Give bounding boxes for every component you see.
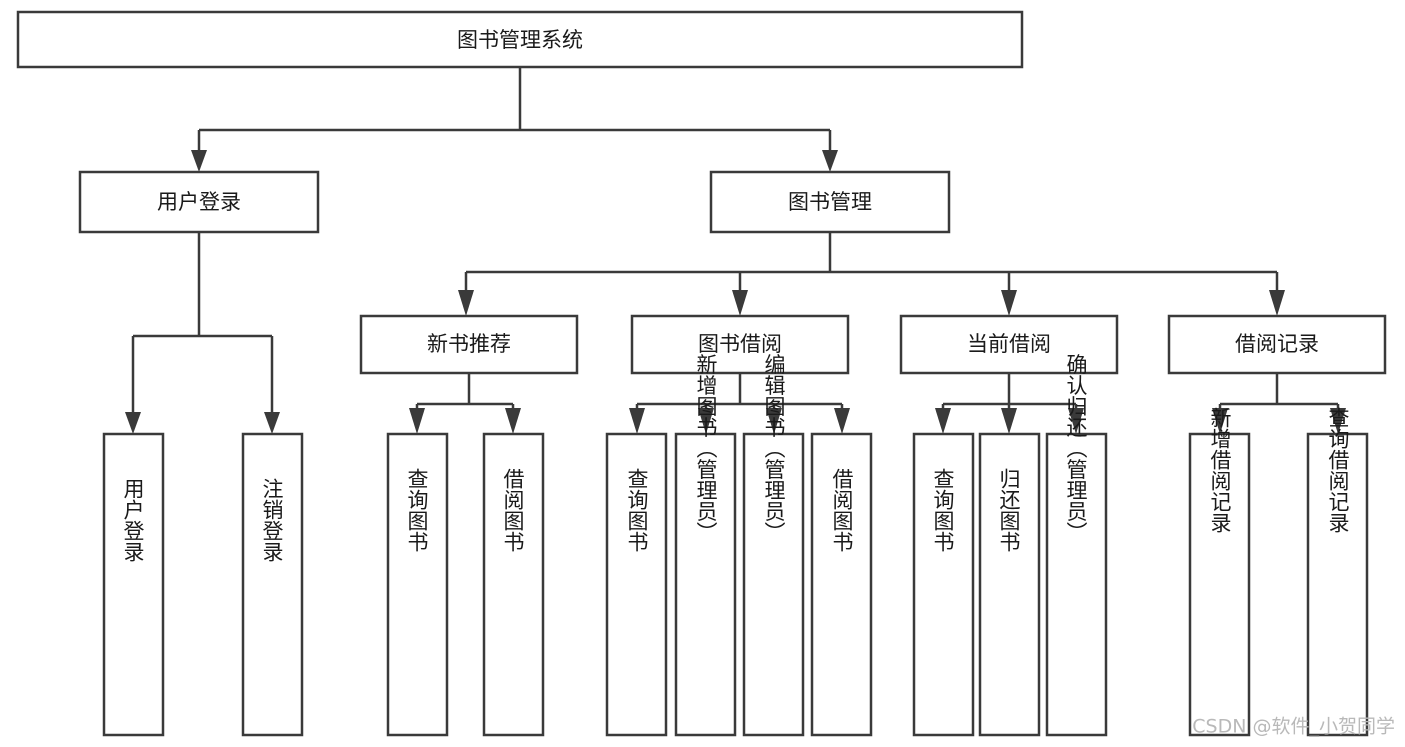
- arrow-head-borrow: [732, 290, 748, 316]
- leaf-query-book-recommend-label: 查询图书: [405, 468, 429, 552]
- node-user-login-box[interactable]: [78, 170, 320, 234]
- arrow-head-record: [1269, 290, 1285, 316]
- leaf-confirm-return-admin-label: 确认归还（管理员）: [1064, 354, 1088, 543]
- leaf-query-book-current-label: 查询图书: [931, 468, 955, 552]
- node-new-book-recommend[interactable]: 新书推荐: [359, 314, 579, 375]
- arrow-head-borrow-leaf1: [629, 408, 645, 434]
- leaf-borrow-book[interactable]: 借阅图书: [810, 432, 873, 737]
- watermark-label: CSDN @软件_小贺同学: [1192, 716, 1395, 738]
- arrow-head-bookmgmt: [822, 150, 838, 172]
- leaf-confirm-return-admin-box[interactable]: [1045, 432, 1108, 737]
- node-new-book-recommend-label: 新书推荐: [427, 332, 511, 356]
- node-user-login-label: 用户登录: [157, 190, 241, 214]
- arrow-head-borrow-leaf3: [766, 408, 782, 434]
- arrow-head-current-leaf3: [1068, 408, 1084, 434]
- leaf-logout[interactable]: 注销登录: [241, 432, 304, 737]
- leaf-add-borrow-record-box[interactable]: [1188, 432, 1251, 737]
- leaf-query-book-current-box[interactable]: [912, 432, 975, 737]
- connector-layer: [125, 67, 1346, 434]
- leaf-add-borrow-record[interactable]: 新增借阅记录: [1188, 407, 1251, 737]
- leaf-edit-book-admin[interactable]: 编辑图书（管理员）: [742, 354, 805, 737]
- node-book-management-box[interactable]: [709, 170, 951, 234]
- node-borrow-record[interactable]: 借阅记录: [1167, 314, 1387, 375]
- leaf-user-login-box[interactable]: [102, 432, 165, 737]
- arrow-head-current-leaf1: [935, 408, 951, 434]
- arrow-head-current: [1001, 290, 1017, 316]
- leaf-query-borrow-record-label: 查询借阅记录: [1326, 407, 1350, 533]
- leaf-return-book[interactable]: 归还图书: [978, 432, 1041, 737]
- leaf-logout-box[interactable]: [241, 432, 304, 737]
- leaf-query-borrow-record-box[interactable]: [1306, 432, 1369, 737]
- leaf-query-book-borrow-label: 查询图书: [625, 468, 649, 552]
- leaf-return-book-label: 归还图书: [997, 468, 1021, 552]
- node-book-management[interactable]: 图书管理: [709, 170, 951, 234]
- node-new-book-recommend-box[interactable]: [359, 314, 579, 375]
- leaf-query-book-borrow[interactable]: 查询图书: [605, 432, 668, 737]
- node-current-borrow[interactable]: 当前借阅: [899, 314, 1119, 375]
- leaf-borrow-book-recommend-label: 借阅图书: [501, 468, 525, 552]
- leaf-edit-book-admin-label: 编辑图书（管理员）: [762, 354, 786, 543]
- node-user-login[interactable]: 用户登录: [78, 170, 320, 234]
- leaf-add-book-admin[interactable]: 新增图书（管理员）: [674, 354, 737, 737]
- leaf-borrow-book-label: 借阅图书: [830, 468, 854, 552]
- arrow-head-newbook-leaf2: [505, 408, 521, 434]
- node-book-management-label: 图书管理: [788, 190, 872, 214]
- arrow-head-userlogin: [191, 150, 207, 172]
- node-root-box[interactable]: [16, 10, 1024, 69]
- arrow-head-borrow-leaf2: [698, 408, 714, 434]
- leaf-add-book-admin-label: 新增图书（管理员）: [694, 354, 718, 543]
- arrow-head-record-leaf2: [1330, 408, 1346, 434]
- node-book-borrow[interactable]: 图书借阅: [630, 314, 850, 375]
- arrow-head-leaf-user-login: [125, 412, 141, 434]
- arrow-head-current-leaf2: [1001, 408, 1017, 434]
- leaf-logout-label: 注销登录: [260, 478, 284, 562]
- leaf-add-borrow-record-label: 新增借阅记录: [1208, 407, 1232, 533]
- arrow-head-record-leaf1: [1212, 408, 1228, 434]
- node-book-borrow-label: 图书借阅: [698, 332, 782, 356]
- arrow-head-borrow-leaf4: [834, 408, 850, 434]
- leaf-edit-book-admin-box[interactable]: [742, 432, 805, 737]
- node-current-borrow-label: 当前借阅: [967, 332, 1051, 356]
- leaf-borrow-book-recommend-box[interactable]: [482, 432, 545, 737]
- node-book-borrow-box[interactable]: [630, 314, 850, 375]
- node-borrow-record-box[interactable]: [1167, 314, 1387, 375]
- node-current-borrow-box[interactable]: [899, 314, 1119, 375]
- leaf-user-login[interactable]: 用户登录: [102, 432, 165, 737]
- leaf-confirm-return-admin[interactable]: 确认归还（管理员）: [1045, 354, 1108, 737]
- leaf-query-book-recommend-box[interactable]: [386, 432, 449, 737]
- leaf-query-book-recommend[interactable]: 查询图书: [386, 432, 449, 737]
- node-borrow-record-label: 借阅记录: [1235, 332, 1319, 356]
- arrow-head-newbook: [458, 290, 474, 316]
- node-root-label: 图书管理系统: [457, 28, 583, 52]
- leaf-query-borrow-record[interactable]: 查询借阅记录: [1306, 407, 1369, 737]
- leaf-user-login-label: 用户登录: [121, 478, 145, 562]
- leaf-borrow-book-box[interactable]: [810, 432, 873, 737]
- arrow-head-leaf-logout: [264, 412, 280, 434]
- arrow-head-newbook-leaf1: [409, 408, 425, 434]
- leaf-borrow-book-recommend[interactable]: 借阅图书: [482, 432, 545, 737]
- leaf-query-book-current[interactable]: 查询图书: [912, 432, 975, 737]
- leaf-return-book-box[interactable]: [978, 432, 1041, 737]
- node-root[interactable]: 图书管理系统: [16, 10, 1024, 69]
- leaf-add-book-admin-box[interactable]: [674, 432, 737, 737]
- leaf-query-book-borrow-box[interactable]: [605, 432, 668, 737]
